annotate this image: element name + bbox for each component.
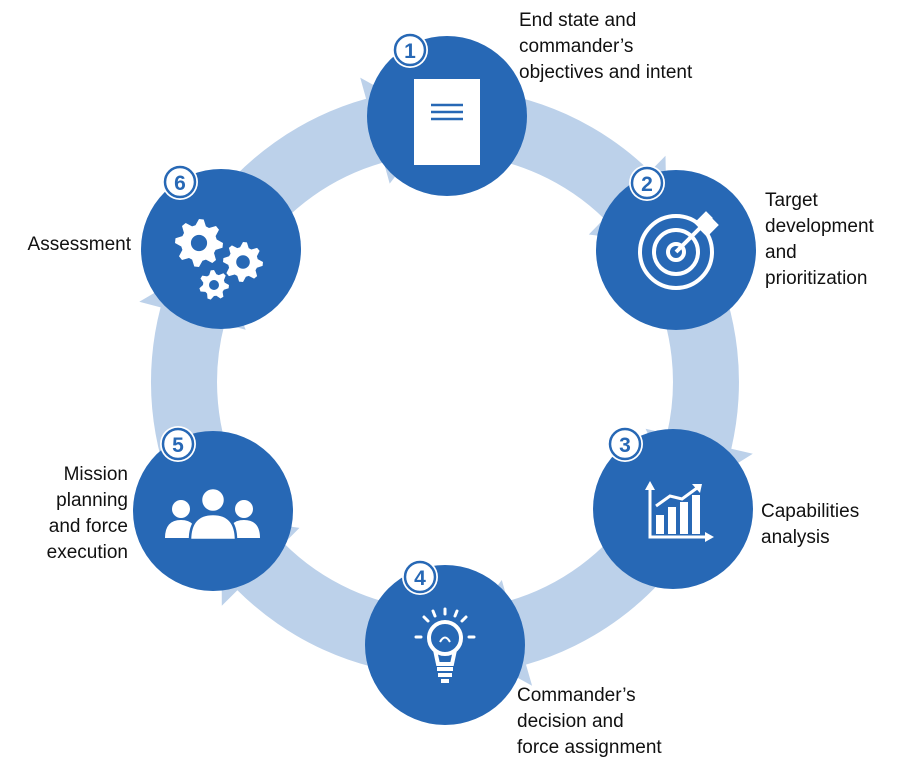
step-4-label: Commander’s decision and force assignmen…	[517, 685, 662, 758]
target-icon	[638, 211, 719, 290]
step-2-badge: 2	[629, 165, 665, 201]
gear-hole	[190, 234, 208, 252]
document-icon	[414, 79, 480, 165]
step-4: 4	[365, 559, 525, 725]
step-5-badge: 5	[160, 426, 196, 462]
step-1-number: 1	[404, 40, 416, 63]
bar-chart-icon	[645, 481, 714, 542]
step-6-circle	[141, 169, 301, 329]
step-2-label: Target development and prioritization	[765, 190, 874, 289]
step-1: 1	[367, 32, 527, 196]
step-1-label: End state and commander’s objectives and…	[519, 10, 693, 83]
step-5-label: Mission planning and force execution	[46, 464, 128, 563]
gear-hole	[209, 280, 219, 290]
step-6-badge: 6	[162, 164, 198, 200]
gear-hole	[236, 255, 250, 269]
lightbulb-icon	[414, 607, 476, 683]
step-6: 6	[141, 164, 301, 329]
people-icon	[165, 486, 260, 542]
step-6-label: Assessment	[27, 234, 131, 255]
step-2: 2	[596, 165, 756, 330]
step-5: 5	[133, 426, 293, 591]
step-3-badge: 3	[607, 426, 643, 462]
step-3-label: Capabilities analysis	[761, 501, 860, 548]
step-3-number: 3	[619, 434, 631, 457]
step-5-number: 5	[172, 434, 184, 457]
gears-icon	[175, 219, 263, 300]
step-3: 3	[593, 426, 753, 589]
step-2-number: 2	[641, 173, 653, 196]
step-4-circle	[365, 565, 525, 725]
step-4-number: 4	[414, 567, 426, 590]
step-6-number: 6	[174, 172, 186, 195]
step-1-badge: 1	[392, 32, 428, 68]
step-4-badge: 4	[402, 559, 438, 595]
